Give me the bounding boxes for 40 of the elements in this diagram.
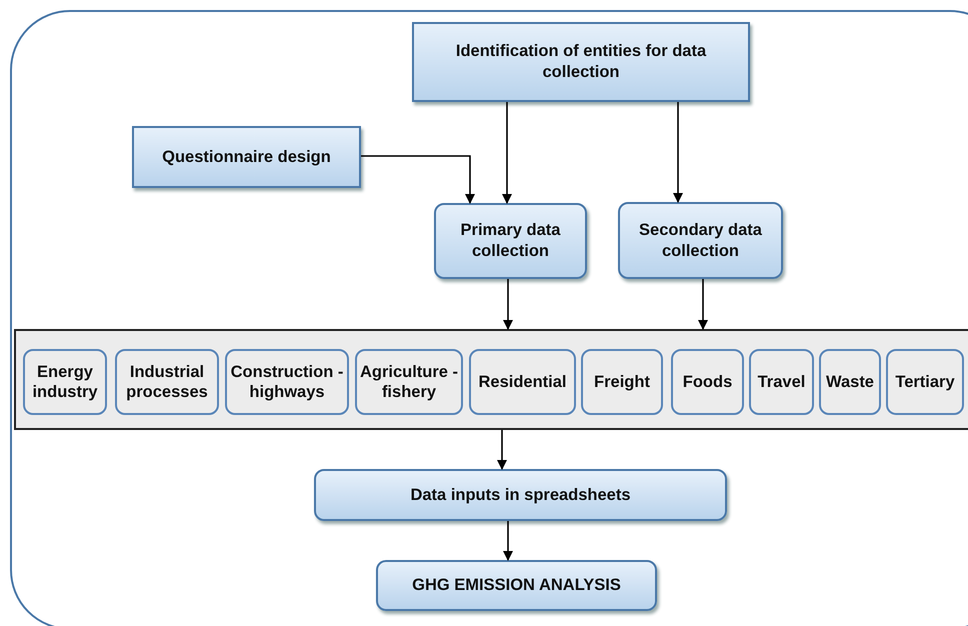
sector-box xyxy=(225,349,349,415)
sector-box xyxy=(581,349,663,415)
sector-band xyxy=(14,329,968,430)
sector-box xyxy=(749,349,814,415)
node-label: Questionnaire design xyxy=(162,146,331,168)
process-box xyxy=(376,560,657,611)
node-label: Data inputs in spreadsheets xyxy=(410,484,631,506)
node-label: Primary data collection xyxy=(460,220,562,262)
node-label: Travel xyxy=(758,372,806,392)
node-label: Construction - highways xyxy=(230,362,344,402)
node-label: Agriculture - fishery xyxy=(359,362,459,402)
process-box xyxy=(412,22,750,102)
sector-box xyxy=(886,349,964,415)
node-label: Secondary data collection xyxy=(638,220,763,262)
arrow xyxy=(698,279,708,330)
arrow xyxy=(503,521,513,561)
node-label: Foods xyxy=(682,372,732,392)
node-label: Tertiary xyxy=(895,372,955,392)
process-box xyxy=(314,469,727,521)
process-box xyxy=(132,126,361,188)
sector-box xyxy=(819,349,881,415)
node-label: Waste xyxy=(826,372,874,392)
sector-box xyxy=(115,349,219,415)
arrow xyxy=(361,155,475,204)
sector-box xyxy=(469,349,576,415)
sector-box xyxy=(23,349,107,415)
node-label: Industrial processes xyxy=(125,362,209,402)
arrow xyxy=(503,279,513,330)
process-box xyxy=(618,202,783,279)
node-label: Identification of entities for data collection xyxy=(454,41,708,83)
node-label: Residential xyxy=(478,372,567,392)
process-box xyxy=(434,203,587,279)
sector-box xyxy=(671,349,744,415)
node-label: Energy industry xyxy=(31,362,99,402)
arrow xyxy=(673,102,683,203)
node-label: GHG EMISSION ANALYSIS xyxy=(412,575,621,596)
node-label: Freight xyxy=(594,372,650,392)
sector-box xyxy=(355,349,463,415)
arrow xyxy=(502,102,512,204)
arrow xyxy=(497,430,507,470)
